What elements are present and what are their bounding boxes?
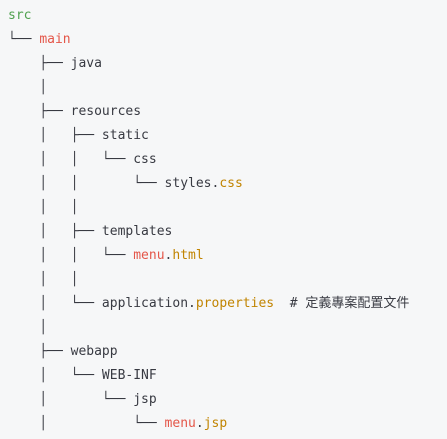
tree-connector: │ │ <box>8 200 79 215</box>
tree-connector: │ ├── <box>8 128 102 143</box>
tree-connector: ├── <box>8 104 71 119</box>
code-token: templates <box>101 224 173 239</box>
code-token: # 定義專案配置文件 <box>274 296 410 311</box>
tree-connector: │ │ └── <box>8 248 134 263</box>
code-token: webapp <box>70 344 118 359</box>
code-token: css <box>133 152 157 167</box>
tree-connector: │ <box>8 320 48 335</box>
tree-connector: │ └── <box>8 296 102 311</box>
code-line: ├── webapp <box>8 340 447 364</box>
code-token: menu <box>133 248 165 263</box>
code-token: properties <box>195 296 275 311</box>
code-token: java <box>70 56 102 71</box>
code-token: styles. <box>164 176 220 191</box>
code-token: WEB-INF <box>101 368 157 383</box>
tree-connector: │ └── <box>8 416 165 431</box>
code-token: main <box>39 32 71 47</box>
code-token: static <box>101 128 149 143</box>
code-token: resources <box>70 104 142 119</box>
tree-connector: │ │ └── <box>8 176 165 191</box>
code-token: . <box>164 248 173 263</box>
code-line: │ └── jsp <box>8 388 447 412</box>
tree-connector: │ │ └── <box>8 152 134 167</box>
code-line: │ │ <box>8 268 447 292</box>
tree-connector: └── <box>8 32 40 47</box>
tree-connector: │ └── <box>8 392 134 407</box>
code-line: │ └── application.properties # 定義專案配置文件 <box>8 292 447 316</box>
code-line: │ │ └── styles.css <box>8 172 447 196</box>
code-line: ├── java <box>8 52 447 76</box>
code-line: src <box>8 4 447 28</box>
code-line: │ <box>8 76 447 100</box>
tree-connector: │ ├── <box>8 224 102 239</box>
code-line: ├── resources <box>8 100 447 124</box>
code-token: application. <box>101 296 196 311</box>
code-line: │ │ └── menu.html <box>8 244 447 268</box>
tree-connector: ├── <box>8 56 71 71</box>
tree-connector: │ │ <box>8 272 79 287</box>
code-line: │ └── menu.jsp <box>8 412 447 436</box>
code-token: . <box>195 416 204 431</box>
code-token: html <box>172 248 204 263</box>
code-line: │ └── WEB-INF <box>8 364 447 388</box>
code-line: │ │ └── css <box>8 148 447 172</box>
code-line: │ ├── static <box>8 124 447 148</box>
code-line: │ <box>8 316 447 340</box>
code-token: jsp <box>203 416 228 431</box>
code-line: │ │ <box>8 196 447 220</box>
code-token: css <box>219 176 243 191</box>
code-token: jsp <box>133 392 157 407</box>
tree-connector: │ <box>8 80 48 95</box>
tree-connector: ├── <box>8 344 71 359</box>
code-token: src <box>8 8 32 23</box>
tree-connector: │ └── <box>8 368 102 383</box>
code-line: │ ├── templates <box>8 220 447 244</box>
code-line: └── main <box>8 28 447 52</box>
code-token: menu <box>164 416 196 431</box>
